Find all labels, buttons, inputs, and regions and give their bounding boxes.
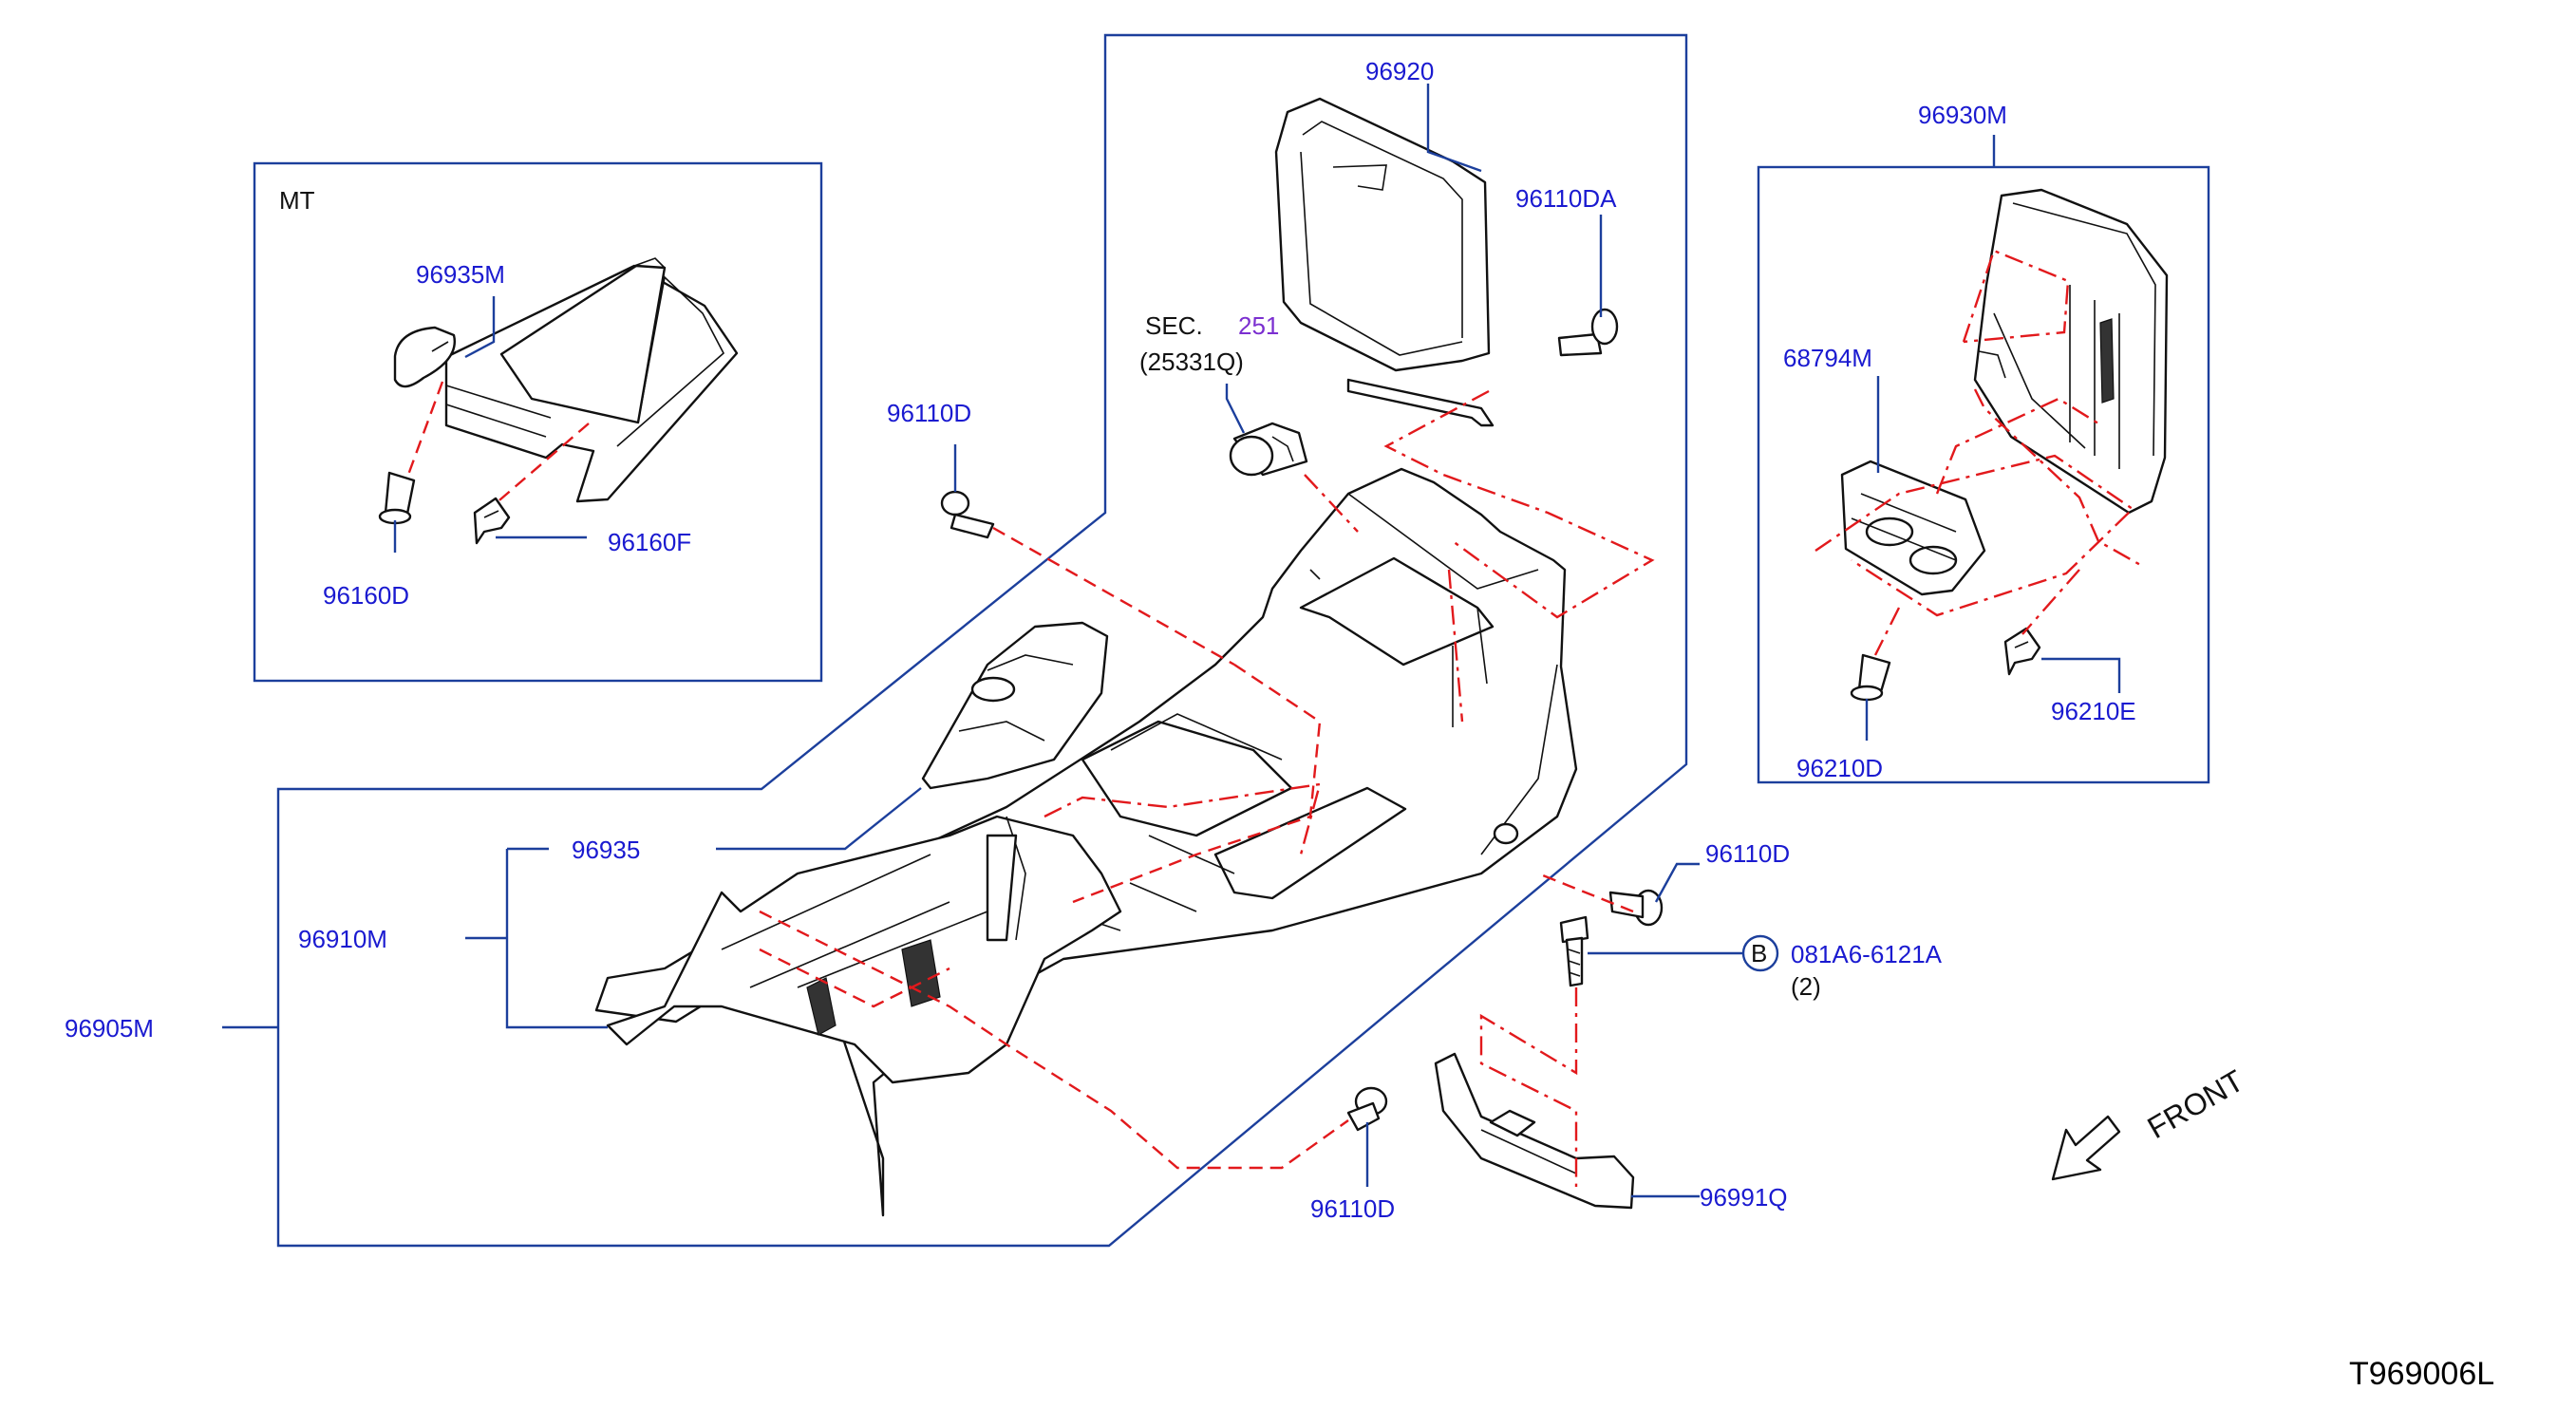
part-label-96910M: 96910M (298, 925, 387, 953)
part-label-96160D: 96160D (323, 581, 409, 610)
section-reference: (25331Q) (1139, 348, 1244, 376)
part-label-96991Q: 96991Q (1700, 1183, 1788, 1212)
diagram-code: T969006L (2349, 1356, 2494, 1392)
part-label-96110D-top: 96110D (887, 399, 971, 427)
console-lid-96920 (1274, 97, 1495, 427)
pin-96110D-right (1608, 889, 1664, 927)
bolt-quantity: (2) (1791, 972, 1821, 1001)
clip-96210D (1850, 653, 1891, 702)
part-label-96935: 96935 (572, 836, 640, 864)
mt-assembly-lines (406, 381, 590, 506)
bracket-96991Q (1434, 1052, 1635, 1210)
cup-holder-68794M (1840, 460, 1986, 596)
clip-96160D (378, 471, 416, 525)
section-number: 251 (1238, 311, 1279, 340)
clip-96210E (2003, 627, 2041, 676)
console-finisher-96930M (1973, 188, 2169, 515)
finisher-assembly-frame (1757, 165, 2210, 784)
front-arrow-icon (2051, 1115, 2121, 1181)
finisher-assembly-lines (1814, 249, 2143, 656)
console-base-96935 (606, 815, 1122, 1084)
mt-inset-frame (253, 161, 823, 683)
part-label-96110D-right: 96110D (1705, 839, 1790, 868)
leader-lines (222, 84, 2121, 1198)
bolt-081A6-6121A (1559, 915, 1589, 987)
part-label-081A6-6121A: 081A6-6121A (1791, 940, 1943, 968)
part-label-96930M: 96930M (1918, 101, 2007, 129)
section-label: SEC. (1145, 311, 1203, 340)
part-label-68794M: 68794M (1783, 344, 1872, 372)
pin-96110DA (1557, 308, 1619, 357)
part-label-96160F: 96160F (608, 528, 691, 556)
part-label-96905M: 96905M (65, 1014, 154, 1043)
shift-boot-part-96935M (393, 257, 739, 503)
main-assembly-lines (759, 389, 1655, 1187)
part-label-96210E: 96210E (2051, 697, 2136, 725)
part-label-96935M: 96935M (416, 260, 505, 289)
main-assembly-frame (276, 33, 1688, 1248)
clip-96160F (473, 497, 511, 545)
part-label-96210D: 96210D (1796, 754, 1883, 782)
front-label: FRONT (2142, 1063, 2249, 1145)
switch-25331Q (1229, 422, 1308, 477)
pin-96110D-bottom (1346, 1086, 1388, 1132)
pin-96110D-top (940, 490, 995, 539)
bolt-marker: B (1751, 939, 1767, 968)
shifter-cover-96935 (921, 621, 1109, 790)
part-label-96920: 96920 (1365, 57, 1434, 85)
part-label-96110D-bottom: 96110D (1310, 1194, 1395, 1223)
mt-label: MT (279, 186, 315, 215)
part-label-96110DA: 96110DA (1515, 184, 1617, 213)
